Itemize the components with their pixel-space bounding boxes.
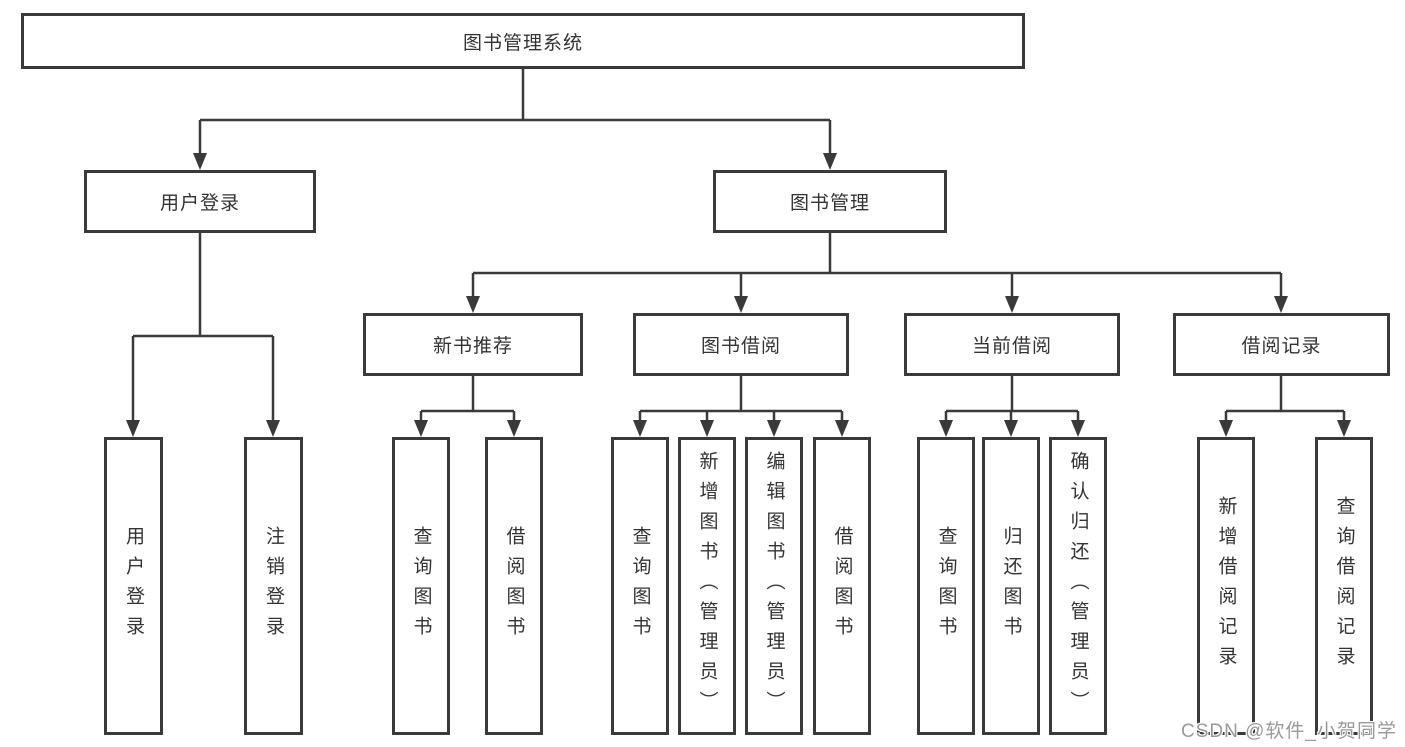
leaf-confirm-return-admin-label: 确认归还（管理员） bbox=[1067, 451, 1089, 721]
leaf-logout: 注销登录 bbox=[244, 437, 303, 735]
leaf-borrow-books: 借阅图书 bbox=[813, 437, 871, 735]
leaf-borrow-books-recommend-label: 借阅图书 bbox=[503, 526, 525, 646]
node-new-book-recommend: 新书推荐 bbox=[363, 313, 583, 376]
node-book-borrow-label: 图书借阅 bbox=[700, 336, 781, 357]
leaf-edit-books-admin: 编辑图书（管理员） bbox=[745, 437, 803, 735]
leaf-user-login-label: 用户登录 bbox=[123, 526, 144, 646]
leaf-confirm-return-admin: 确认归还（管理员） bbox=[1049, 437, 1107, 735]
leaf-query-books-current-label: 查询图书 bbox=[935, 526, 957, 646]
node-user-login: 用户登录 bbox=[84, 170, 316, 233]
node-root: 图书管理系统 bbox=[21, 13, 1025, 69]
node-borrow-records: 借阅记录 bbox=[1173, 313, 1390, 376]
leaf-borrow-books-label: 借阅图书 bbox=[831, 526, 853, 646]
leaf-return-books: 归还图书 bbox=[982, 437, 1040, 735]
node-user-login-label: 用户登录 bbox=[159, 193, 240, 214]
leaf-query-books-recommend: 查询图书 bbox=[392, 437, 450, 735]
node-book-management: 图书管理 bbox=[713, 170, 947, 233]
node-root-label: 图书管理系统 bbox=[462, 32, 583, 54]
csdn-watermark: CSDN @软件_小贺同学 bbox=[1181, 721, 1397, 742]
leaf-edit-books-admin-label: 编辑图书（管理员） bbox=[763, 451, 785, 721]
leaf-borrow-books-recommend: 借阅图书 bbox=[485, 437, 543, 735]
leaf-add-borrow-record-label: 新增借阅记录 bbox=[1215, 496, 1237, 676]
leaf-return-books-label: 归还图书 bbox=[1000, 526, 1022, 646]
node-book-management-label: 图书管理 bbox=[789, 193, 870, 214]
leaf-query-books-recommend-label: 查询图书 bbox=[410, 526, 432, 646]
node-new-book-recommend-label: 新书推荐 bbox=[432, 336, 513, 357]
leaf-add-books-admin: 新增图书（管理员） bbox=[678, 437, 736, 735]
leaf-add-borrow-record: 新增借阅记录 bbox=[1197, 437, 1255, 735]
leaf-query-books-borrow-label: 查询图书 bbox=[629, 526, 651, 646]
leaf-user-login: 用户登录 bbox=[104, 437, 163, 735]
leaf-query-books-current: 查询图书 bbox=[917, 437, 975, 735]
connector-lines bbox=[131, 69, 1346, 421]
leaf-add-books-admin-label: 新增图书（管理员） bbox=[696, 451, 718, 721]
node-current-borrow-label: 当前借阅 bbox=[971, 336, 1052, 357]
node-book-borrow: 图书借阅 bbox=[633, 313, 849, 376]
leaf-query-books-borrow: 查询图书 bbox=[611, 437, 669, 735]
connector-arrowheads bbox=[126, 153, 1351, 437]
leaf-query-borrow-record-label: 查询借阅记录 bbox=[1333, 496, 1355, 676]
leaf-query-borrow-record: 查询借阅记录 bbox=[1315, 437, 1373, 735]
node-current-borrow: 当前借阅 bbox=[904, 313, 1120, 376]
node-borrow-records-label: 借阅记录 bbox=[1241, 336, 1322, 357]
leaf-logout-label: 注销登录 bbox=[263, 526, 284, 646]
